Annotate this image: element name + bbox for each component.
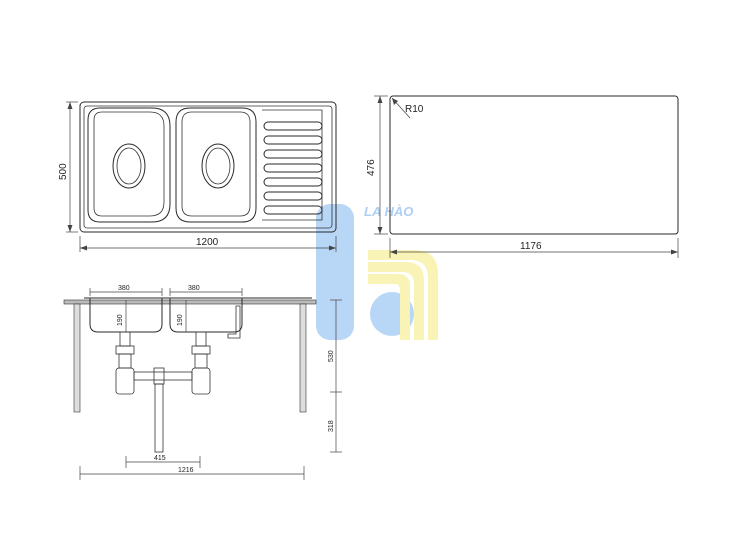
side-bowl-width-left: 380 <box>118 285 130 292</box>
side-drain-height: 318 <box>328 420 335 432</box>
watermark-logo: LA HÀO <box>316 204 438 340</box>
sink-top-view: 1200 500 <box>58 101 337 252</box>
top-height-label: 500 <box>58 163 69 180</box>
cutout-radius-label: R10 <box>405 104 424 115</box>
side-overall-width: 1216 <box>178 467 194 474</box>
cutout-height-label: 476 <box>366 159 377 176</box>
side-bowl-width-right: 380 <box>188 285 200 292</box>
side-drain-spacing: 415 <box>154 455 166 462</box>
sink-side-view: 380 380 190 190 530 318 415 1216 <box>63 285 342 480</box>
cutout-width-label: 1176 <box>520 241 542 252</box>
side-bowl-depth-left: 190 <box>117 314 124 326</box>
watermark-brand-text: LA HÀO <box>364 204 413 219</box>
side-bowl-depth-right: 190 <box>177 314 184 326</box>
side-cabinet-height: 530 <box>328 350 335 362</box>
top-width-label: 1200 <box>196 237 219 248</box>
cutout-view: R10 1176 476 <box>366 95 679 258</box>
